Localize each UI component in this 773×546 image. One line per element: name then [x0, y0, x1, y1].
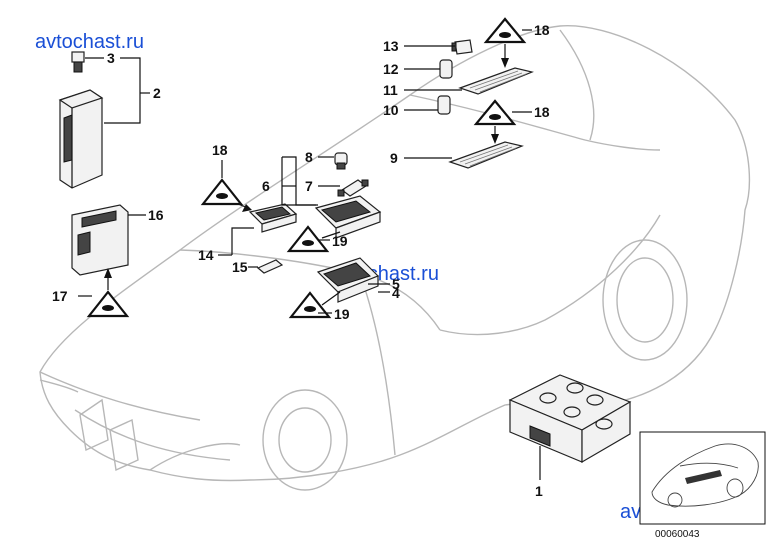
reference-number: 00060043	[655, 529, 700, 540]
callout-5: 5	[392, 276, 400, 292]
callout-1: 1	[535, 483, 543, 499]
part-2-housing	[58, 89, 104, 189]
callout-16: 16	[148, 207, 164, 223]
warning-triangle-icon	[483, 17, 527, 44]
warning-triangle-icon	[473, 99, 517, 126]
callout-2: 2	[153, 85, 161, 101]
part-7-festoon-bulb	[337, 179, 369, 197]
callout-10: 10	[383, 102, 399, 118]
part-16-switch-box	[71, 204, 129, 276]
part-6-interior-light	[314, 195, 382, 239]
part-3-bulb	[71, 51, 85, 73]
callout-9: 9	[390, 150, 398, 166]
callout-18-mid-right: 18	[534, 104, 550, 120]
callout-6: 6	[262, 178, 270, 194]
callout-numbers: 3 2 16 17 18 14 15 8 6 7 19 5 4 19 13 12…	[52, 22, 550, 499]
callout-12: 12	[383, 61, 399, 77]
part-10-bulb	[437, 95, 451, 115]
part-12-bulb	[439, 59, 453, 79]
warning-triangle-icon	[200, 178, 244, 206]
part-15-festoon-bulb	[256, 259, 284, 274]
part-4-interior-light	[316, 257, 380, 303]
callout-4: 4	[392, 285, 400, 301]
warning-triangle-icon	[288, 291, 332, 319]
callout-11: 11	[383, 82, 398, 98]
car-thumbnail-icon	[639, 431, 766, 525]
warning-triangle-icon	[86, 290, 130, 318]
part-11-lens	[458, 67, 534, 95]
callout-14: 14	[198, 247, 214, 263]
callout-18-top-right: 18	[534, 22, 550, 38]
callout-13: 13	[383, 38, 399, 54]
car-outline	[39, 25, 751, 491]
callout-19-top: 19	[332, 233, 348, 249]
callout-18-left: 18	[212, 142, 228, 158]
part-1-box	[508, 374, 632, 464]
leader-lines	[78, 29, 541, 480]
callout-19-bottom: 19	[334, 306, 350, 322]
callout-7: 7	[305, 178, 313, 194]
callout-3: 3	[107, 50, 115, 66]
callout-15: 15	[232, 259, 248, 275]
part-9-lens	[448, 141, 524, 169]
callout-8: 8	[305, 149, 313, 165]
watermark-top-left: avtochast.ru	[35, 31, 144, 53]
part-14-reading-light	[248, 203, 298, 233]
warning-triangle-icon	[286, 225, 330, 253]
part-13-bulb	[451, 39, 473, 55]
part-8-bulb	[334, 152, 348, 170]
callout-17: 17	[52, 288, 68, 304]
